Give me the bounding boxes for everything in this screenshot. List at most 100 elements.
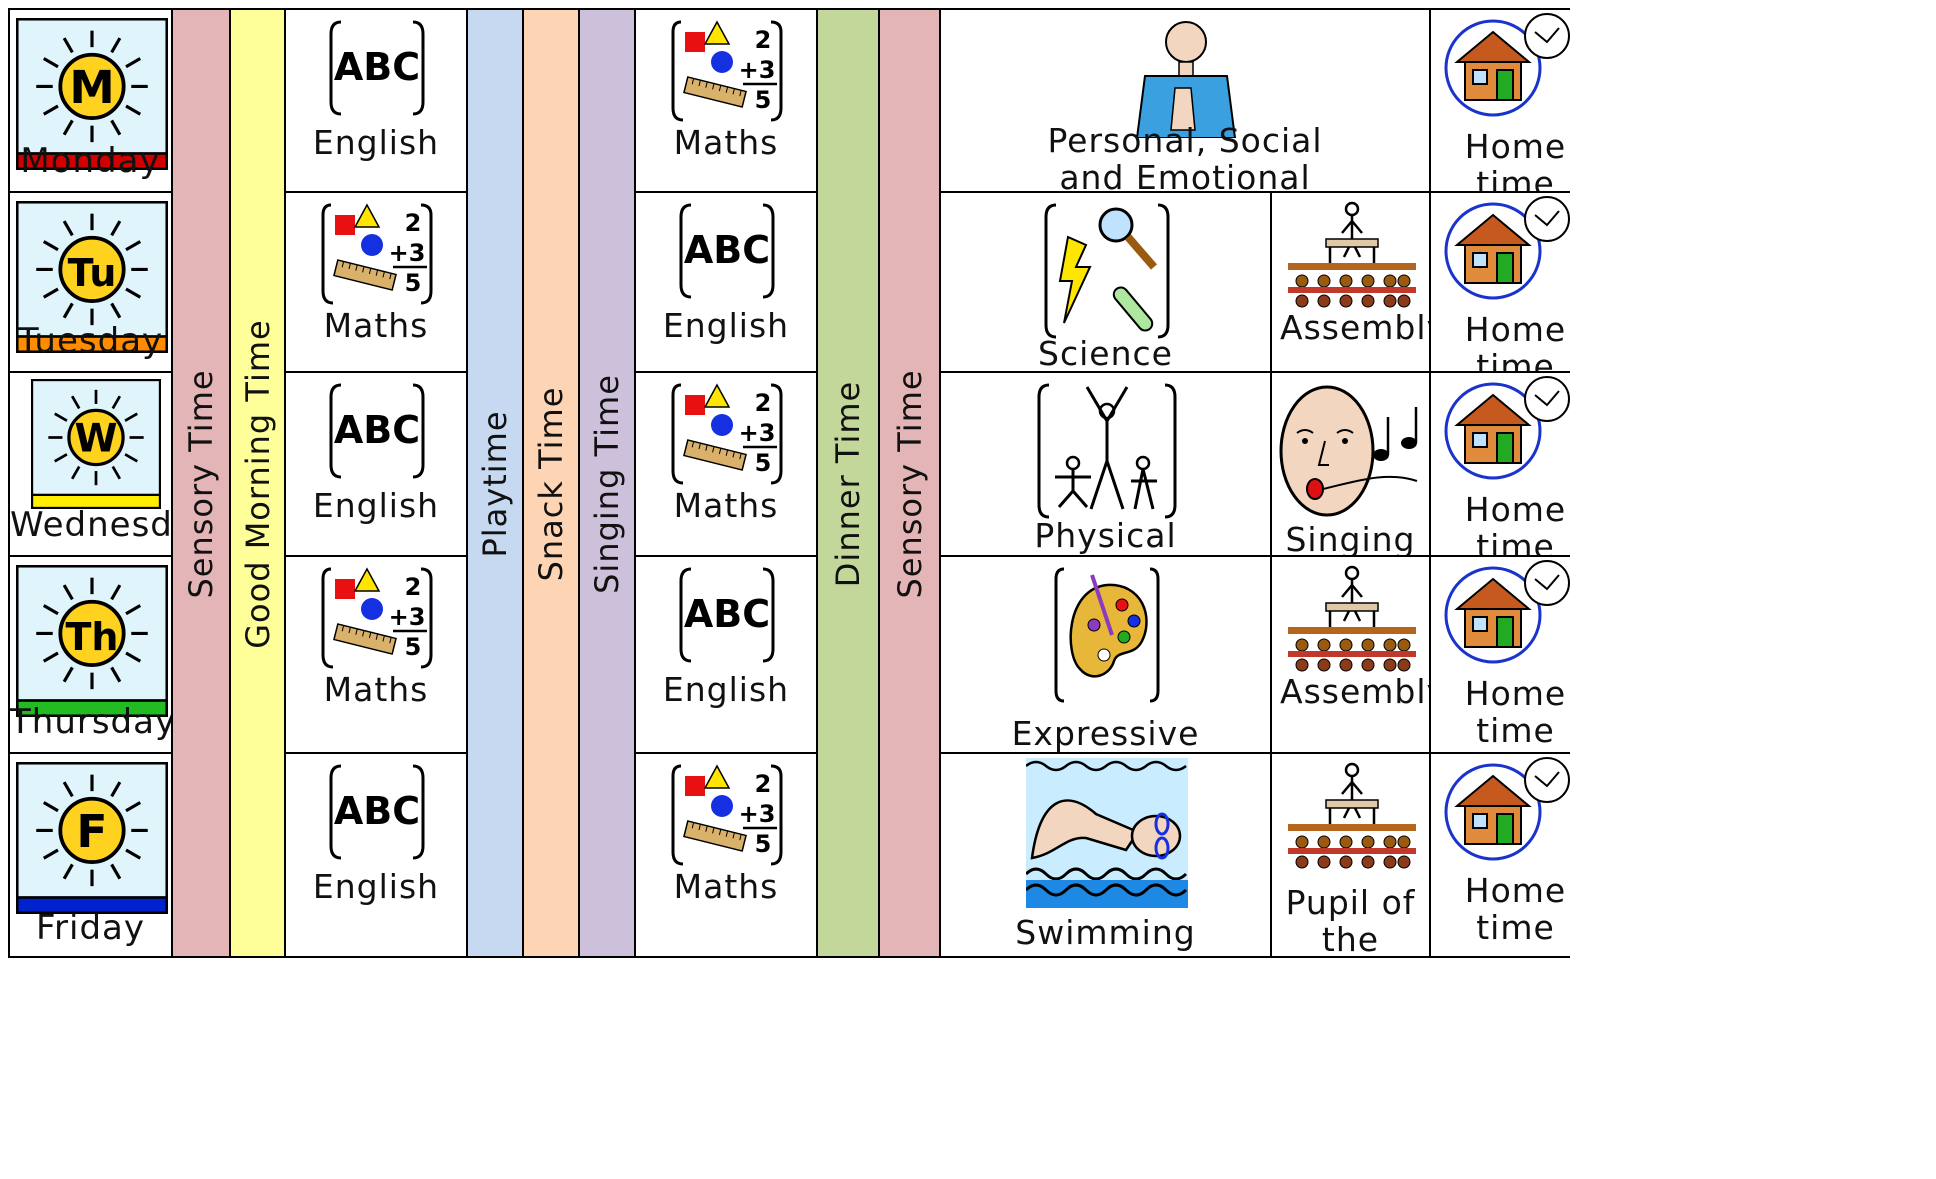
assembly-cell-5: Pupil of the Week Assembly (1270, 752, 1429, 958)
person-icon (1135, 21, 1237, 138)
band-label: Good Morning Time (238, 319, 277, 649)
cell-label: Home time (1464, 490, 1567, 555)
band-label: Dinner Time (829, 380, 867, 588)
day-cell-wednesday: W Wednesday (8, 371, 171, 555)
maths-icon: 2+35 (321, 203, 433, 305)
abc-icon: ABC (679, 203, 775, 299)
cell-label: Maths (673, 123, 779, 162)
day-letter: M (69, 61, 114, 114)
assembly-cell-2: Assembly (1270, 191, 1429, 371)
afternoon-activity-3: Physical Development (939, 371, 1270, 555)
singing-face-icon (1279, 385, 1417, 517)
home-icon (1444, 202, 1542, 300)
assembly-cell-4: Assembly (1270, 555, 1429, 752)
sensory-time-band: Sensory Time (171, 8, 229, 958)
snack-time-band: Snack Time (522, 8, 578, 958)
maths-icon: 2+35 (671, 764, 783, 866)
assembly-icon (1287, 201, 1416, 308)
cell-label: English (312, 867, 440, 906)
assembly-cell-3: Singing Assembly (1270, 371, 1429, 555)
cell-label: Personal, Social and Emotional Developme… (1047, 121, 1323, 191)
maths-digit: +3 (739, 56, 776, 84)
abc-text: ABC (684, 592, 770, 636)
cell-label: English (662, 306, 790, 345)
cell-label: Maths (323, 670, 429, 709)
home-time-cell-3: Home time (1429, 371, 1570, 555)
band-label: Sensory Time (182, 369, 220, 599)
day-letter: Tu (67, 251, 116, 295)
cell-label: Home time (1464, 871, 1567, 947)
cell-label: Monday (20, 141, 161, 181)
cell-label: Home time (1464, 674, 1567, 750)
afternoon-activity-2: Science (939, 191, 1270, 371)
cell-label: Swimming (1015, 913, 1196, 952)
sensory-time-band-afternoon: Sensory Time (878, 8, 939, 958)
abc-text: ABC (334, 408, 420, 452)
cell-label: Home time (1464, 127, 1567, 191)
cell-label: Assembly (1280, 308, 1429, 347)
sun-icon: Tu (15, 201, 168, 353)
palette-icon (1054, 567, 1159, 703)
cell-label: Singing Assembly (1285, 520, 1416, 555)
physical-icon (1037, 383, 1176, 519)
clock-icon (1524, 560, 1570, 606)
maths-digit: 5 (755, 449, 772, 477)
abc-icon: ABC (329, 20, 425, 116)
assembly-icon (1287, 565, 1416, 672)
maths-digit: 2 (405, 209, 422, 237)
cell-label: Tuesday (17, 321, 164, 361)
clock-icon (1524, 196, 1570, 242)
abc-text: ABC (334, 45, 420, 89)
afternoon-activity-5: Swimming (939, 752, 1270, 958)
day-cell-monday: M Monday (8, 8, 171, 191)
home-time-cell-4: Home time (1429, 555, 1570, 752)
sun-icon: F (15, 762, 168, 914)
day-letter: W (74, 417, 117, 462)
maths-digit: +3 (739, 800, 776, 828)
assembly-icon (1287, 762, 1416, 869)
abc-icon: ABC (329, 764, 425, 860)
maths-digit: 2 (405, 573, 422, 601)
afternoon-activity-4: Expressive Art and Design (939, 555, 1270, 752)
cell-label: Science (1038, 334, 1173, 371)
band-label: Snack Time (532, 386, 570, 582)
maths-icon: 2+35 (671, 20, 783, 122)
dinner-time-band: Dinner Time (816, 8, 878, 958)
clock-icon (1524, 757, 1570, 803)
home-time-cell-1: Home time (1429, 8, 1570, 191)
maths-icon: 2+35 (321, 567, 433, 669)
cell-label: English (662, 670, 790, 709)
home-icon (1444, 382, 1542, 480)
cell-label: Maths (673, 486, 779, 525)
cell-label: Pupil of the Week Assembly (1285, 883, 1416, 958)
home-icon (1444, 566, 1542, 664)
cell-label: Maths (323, 306, 429, 345)
science-icon (1044, 203, 1169, 339)
clock-icon (1524, 13, 1570, 59)
sun-icon: W (30, 379, 161, 509)
swimming-icon (1025, 758, 1188, 908)
abc-text: ABC (684, 228, 770, 272)
cell-label: Home time (1464, 310, 1567, 371)
maths-digit: 5 (405, 633, 422, 661)
cell-label: Thursday (10, 702, 171, 742)
playtime-band: Playtime (466, 8, 522, 958)
maths-digit: 5 (405, 269, 422, 297)
cell-label: Assembly (1280, 672, 1429, 711)
cell-label: Wednesday (10, 505, 171, 545)
sun-icon: Th (15, 565, 168, 717)
maths-digit: +3 (389, 603, 426, 631)
home-time-cell-2: Home time (1429, 191, 1570, 371)
band-label: Sensory Time (890, 369, 929, 599)
maths-digit: 5 (755, 830, 772, 858)
home-icon (1444, 763, 1542, 861)
cell-label: Physical Development (989, 516, 1221, 555)
